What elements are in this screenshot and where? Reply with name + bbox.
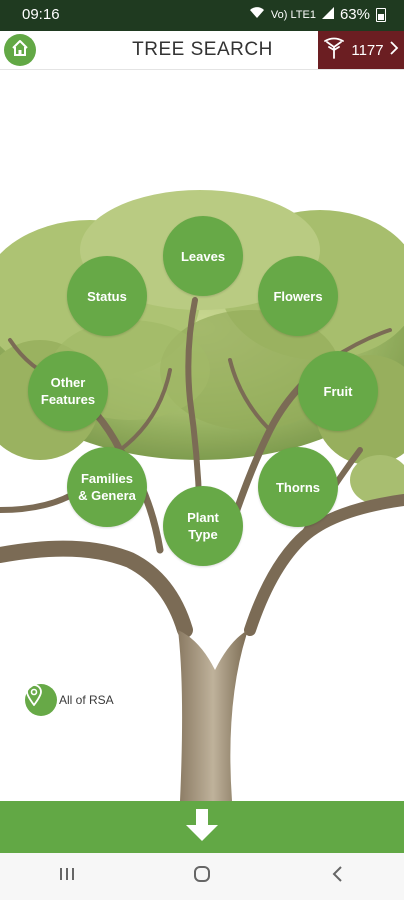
battery-percent: 63%	[339, 6, 370, 23]
category-plant-type-button[interactable]: Plant Type	[163, 486, 243, 566]
signal-icon	[321, 6, 334, 23]
category-label: Leaves	[180, 248, 226, 264]
arrow-down-icon	[184, 807, 220, 848]
status-time: 09:16	[22, 6, 60, 23]
map-pin-icon	[25, 684, 57, 716]
category-families-genera-button[interactable]: Families & Genera	[67, 447, 147, 527]
category-label: Families & Genera	[78, 471, 136, 503]
tree-count-button[interactable]: 1177	[318, 31, 404, 69]
home-circle-icon	[192, 864, 212, 889]
category-leaves-button[interactable]: Leaves	[163, 216, 243, 296]
category-label: Status	[87, 288, 127, 304]
battery-icon	[376, 7, 386, 22]
chevron-right-icon	[389, 41, 399, 59]
category-label: Other Features	[40, 375, 96, 407]
tree-scene: Leaves Status Flowers Other Features Fru…	[0, 70, 404, 801]
location-label: All of RSA	[59, 693, 114, 707]
back-button[interactable]	[317, 862, 357, 892]
category-fruit-button[interactable]: Fruit	[298, 351, 378, 431]
home-icon	[11, 39, 29, 62]
category-other-features-button[interactable]: Other Features	[28, 351, 108, 431]
category-thorns-button[interactable]: Thorns	[258, 447, 338, 527]
wifi-icon	[249, 6, 265, 23]
system-home-button[interactable]	[182, 862, 222, 892]
location-filter[interactable]: All of RSA	[25, 684, 114, 716]
category-label: Thorns	[275, 479, 321, 495]
home-button[interactable]	[4, 34, 36, 66]
status-bar: 09:16 Vo) LTE1 63%	[0, 0, 404, 31]
signal-label: Vo) LTE1	[270, 8, 316, 21]
category-label: Flowers	[273, 288, 323, 304]
category-status-button[interactable]: Status	[67, 256, 147, 336]
status-icons: Vo) LTE1 63%	[249, 6, 386, 23]
tree-count: 1177	[351, 41, 384, 59]
recents-icon	[58, 866, 76, 887]
back-icon	[331, 865, 343, 888]
category-label: Plant Type	[187, 510, 219, 542]
category-label: Fruit	[323, 383, 353, 399]
app-header: TREE SEARCH 1177	[0, 31, 404, 70]
recents-button[interactable]	[47, 862, 87, 892]
system-nav-bar	[0, 853, 404, 900]
page-title: TREE SEARCH	[132, 39, 273, 60]
category-flowers-button[interactable]: Flowers	[258, 256, 338, 336]
results-button[interactable]	[0, 801, 404, 853]
tree-icon	[323, 37, 345, 63]
